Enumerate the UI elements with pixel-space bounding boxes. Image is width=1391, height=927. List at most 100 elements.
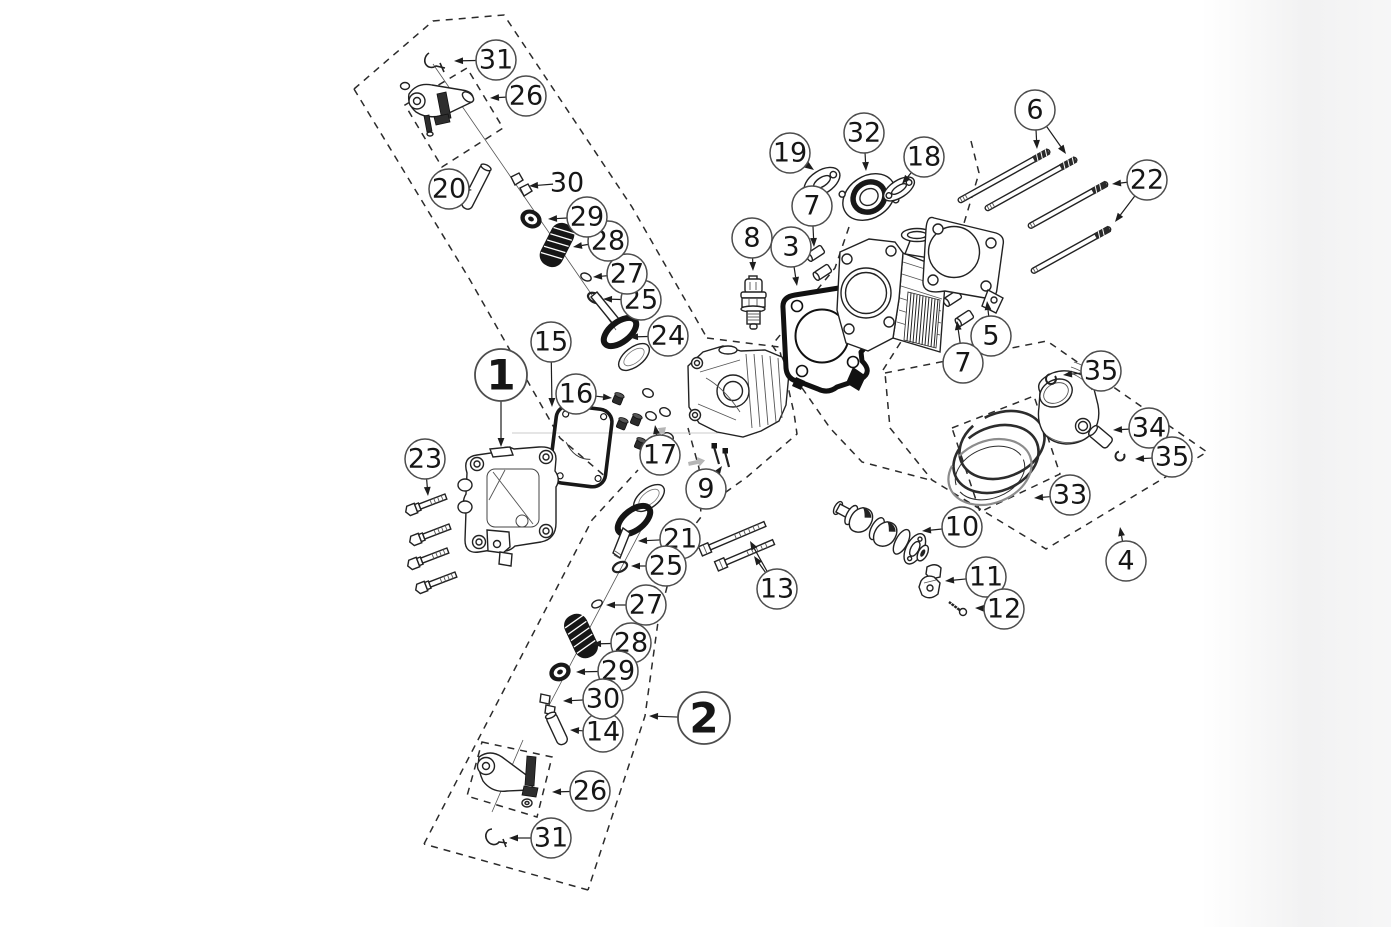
callout-26b[interactable]: 26: [552, 770, 611, 812]
callout-19-label: 19: [773, 138, 807, 169]
dashed-outline-piston-region: [884, 340, 1209, 550]
callout-23[interactable]: 23: [404, 438, 446, 496]
callout-26b-circle[interactable]: [569, 770, 611, 812]
callout-20-circle[interactable]: [428, 168, 470, 210]
callout-5-circle[interactable]: [970, 315, 1012, 357]
callout-34[interactable]: 34: [1113, 407, 1170, 449]
callout-18-circle[interactable]: [903, 136, 945, 178]
callout-19-arrowhead-icon: [804, 162, 814, 170]
callout-8[interactable]: 8: [731, 217, 773, 271]
callout-27a-circle[interactable]: [606, 253, 648, 295]
callout-29a[interactable]: 29: [548, 196, 608, 238]
callout-34-circle[interactable]: [1128, 407, 1170, 449]
callout-13-circle[interactable]: [756, 568, 798, 610]
callout-29a-circle[interactable]: [566, 196, 608, 238]
callout-31a[interactable]: 31: [454, 39, 517, 81]
callout-11-circle[interactable]: [965, 556, 1007, 598]
callout-30b[interactable]: 30: [563, 678, 624, 720]
callout-22[interactable]: 22: [1112, 159, 1168, 222]
callout-33[interactable]: 33: [1034, 474, 1091, 516]
callout-29a-label: 29: [570, 202, 604, 233]
callout-4[interactable]: 4: [1105, 527, 1147, 582]
callout-6[interactable]: 6: [1014, 89, 1066, 154]
callout-7b[interactable]: 7: [942, 321, 984, 384]
callout-4-circle[interactable]: [1105, 540, 1147, 582]
callout-32-circle[interactable]: [843, 112, 885, 154]
callout-30a-arrowhead-icon: [529, 181, 539, 189]
callout-32[interactable]: 32: [843, 112, 885, 171]
callout-20[interactable]: 20: [428, 168, 472, 210]
callout-7a[interactable]: 7: [791, 185, 833, 247]
callout-30a[interactable]: 30: [529, 168, 584, 199]
callout-6-label: 6: [1026, 95, 1043, 126]
callout-35a-circle[interactable]: [1080, 350, 1122, 392]
callout-19-circle[interactable]: [769, 132, 811, 174]
rocker-shaft-pin-14-drawing: [544, 711, 569, 746]
cam-retainer-11-drawing: [918, 564, 942, 599]
callout-3-label: 3: [782, 232, 799, 263]
callout-13[interactable]: 13: [750, 541, 798, 610]
callout-31b[interactable]: 31: [509, 817, 572, 859]
callout-3-circle[interactable]: [770, 226, 812, 268]
callout-12[interactable]: 12: [975, 588, 1025, 630]
callout-11[interactable]: 11: [945, 556, 1007, 598]
callout-10-leader: [930, 528, 943, 531]
callout-1[interactable]: 1: [474, 348, 528, 447]
callout-33-leader: [1042, 496, 1051, 498]
callout-18[interactable]: 18: [902, 136, 945, 184]
callout-31a-circle[interactable]: [475, 39, 517, 81]
callout-35b-circle[interactable]: [1151, 436, 1193, 478]
callout-3[interactable]: 3: [770, 226, 812, 286]
callout-2[interactable]: 2: [649, 691, 731, 745]
base-gasket-5-drawing: [922, 216, 1005, 314]
callout-5[interactable]: 5: [970, 301, 1012, 357]
callout-10[interactable]: 10: [922, 506, 983, 548]
callout-28b-arrowhead-icon: [592, 640, 602, 648]
callout-31b-circle[interactable]: [530, 817, 572, 859]
callout-24-circle[interactable]: [647, 315, 689, 357]
stem-seal-top-drawing: [580, 272, 592, 282]
callout-31a-label: 31: [479, 45, 513, 76]
parts-layer: [399, 52, 1126, 848]
callout-6-circle[interactable]: [1014, 89, 1056, 131]
callout-25b[interactable]: 25: [631, 545, 687, 587]
callout-7b-arrowhead-icon: [954, 321, 962, 331]
callout-8-circle[interactable]: [731, 217, 773, 259]
callout-19[interactable]: 19: [769, 132, 814, 174]
callout-27b[interactable]: 27: [606, 584, 667, 626]
callout-1-circle[interactable]: [474, 348, 528, 402]
callout-12-circle[interactable]: [983, 588, 1025, 630]
callout-7a-circle[interactable]: [791, 185, 833, 227]
callout-10-circle[interactable]: [941, 506, 983, 548]
callout-7b-circle[interactable]: [942, 342, 984, 384]
callout-33-circle[interactable]: [1049, 474, 1091, 516]
callout-16[interactable]: 16: [555, 373, 612, 415]
callout-24[interactable]: 24: [629, 315, 689, 357]
callout-29a-leader: [556, 217, 568, 220]
callout-26a-label: 26: [509, 81, 543, 112]
callout-27b-circle[interactable]: [625, 584, 667, 626]
valve-clip-top-drawing: [424, 52, 446, 73]
callout-16-circle[interactable]: [555, 373, 597, 415]
callout-27a[interactable]: 27: [593, 253, 648, 295]
callout-30b-circle[interactable]: [582, 678, 624, 720]
callout-26a-circle[interactable]: [505, 75, 547, 117]
callout-26a[interactable]: 26: [490, 75, 547, 117]
callout-9-circle[interactable]: [685, 468, 727, 510]
callout-13-leader: [753, 548, 768, 572]
callout-15-circle[interactable]: [530, 321, 572, 363]
callout-35a[interactable]: 35: [1063, 350, 1122, 392]
callout-17[interactable]: 17: [639, 425, 681, 476]
camshaft-10-drawing: [832, 500, 930, 565]
callout-25b-circle[interactable]: [645, 545, 687, 587]
callout-22-arrowhead-icon: [1112, 179, 1122, 187]
callout-15[interactable]: 15: [530, 321, 572, 407]
callout-22-circle[interactable]: [1126, 159, 1168, 201]
callout-2-circle[interactable]: [677, 691, 731, 745]
callout-17-circle[interactable]: [639, 434, 681, 476]
callout-23-circle[interactable]: [404, 438, 446, 480]
callout-35b[interactable]: 35: [1135, 436, 1193, 478]
stem-seal-bottom-drawing: [591, 599, 603, 609]
callout-9[interactable]: 9: [685, 466, 727, 510]
callout-8-arrowhead-icon: [749, 261, 757, 271]
